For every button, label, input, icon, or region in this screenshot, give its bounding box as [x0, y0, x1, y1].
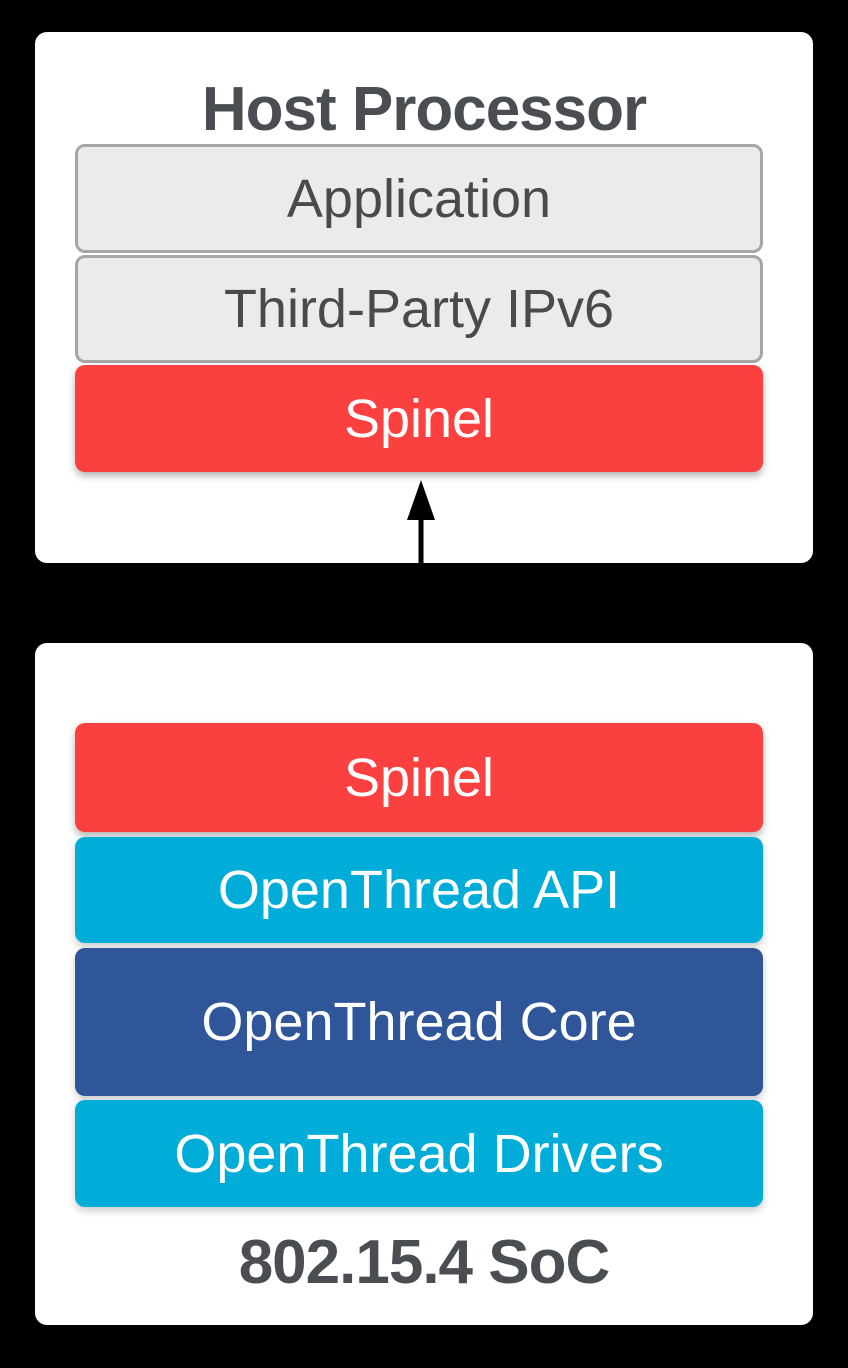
layer-application-label: Application	[286, 168, 552, 229]
soc-card: Spinel OpenThread API OpenThread Core Op…	[35, 643, 813, 1325]
layer-openthread-api-label: OpenThread API	[217, 860, 621, 920]
layer-spinel-host-label: Spinel	[343, 388, 495, 449]
layer-spinel-host: Spinel	[75, 365, 763, 472]
layer-spinel-soc-label: Spinel	[343, 747, 495, 808]
layer-third-party-ipv6-label: Third-Party IPv6	[223, 279, 615, 339]
layer-third-party-ipv6: Third-Party IPv6	[75, 255, 763, 363]
layer-openthread-drivers-label: OpenThread Drivers	[174, 1123, 664, 1184]
soc-title: 802.15.4 SoC	[238, 1228, 611, 1297]
host-processor-title: Host Processor	[201, 75, 647, 144]
layer-spinel-soc: Spinel	[75, 723, 763, 832]
host-processor-card: Host Processor Application Third-Party I…	[35, 32, 813, 563]
layer-openthread-api: OpenThread API	[75, 837, 763, 943]
layer-application: Application	[75, 144, 763, 253]
layer-openthread-core-label: OpenThread Core	[201, 992, 637, 1052]
layer-openthread-core: OpenThread Core	[75, 948, 763, 1096]
layer-openthread-drivers: OpenThread Drivers	[75, 1100, 763, 1207]
